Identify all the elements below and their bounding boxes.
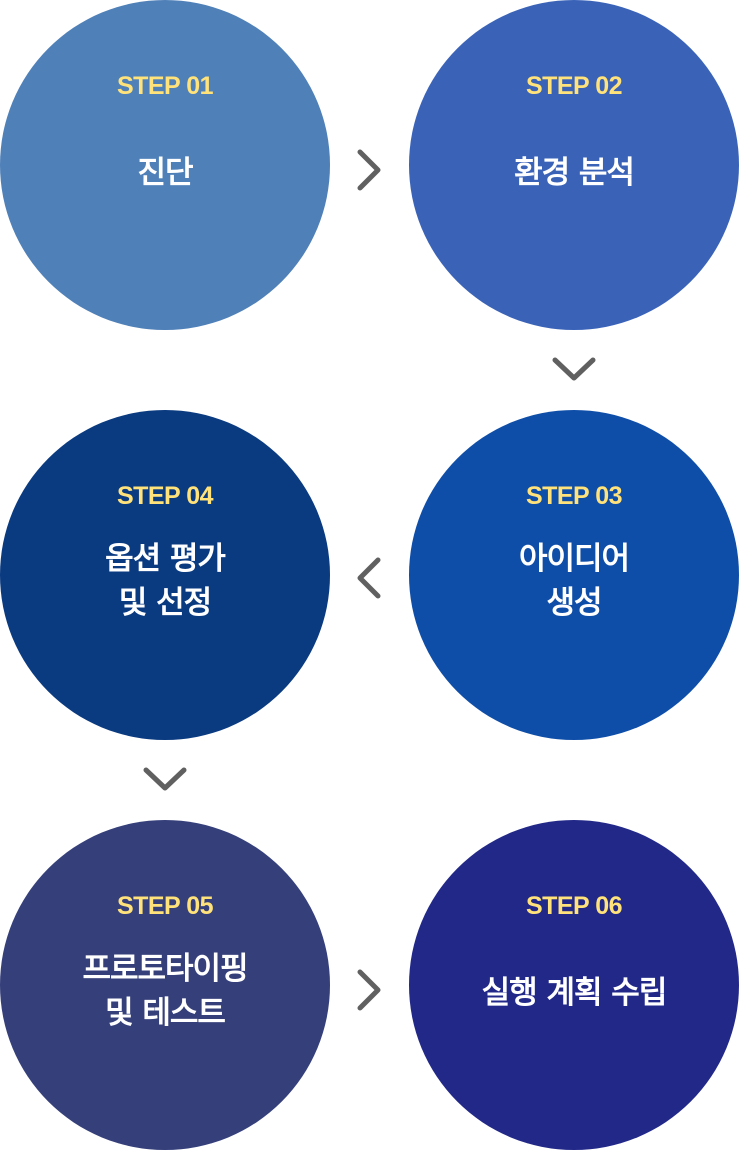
step-title: 프로토타이핑 및 테스트 [82, 951, 248, 1031]
chevron-right-icon [354, 968, 384, 1012]
step-label: STEP 02 [525, 72, 623, 100]
step-title: 옵션 평가 및 선정 [105, 541, 226, 621]
chevron-down-icon [551, 354, 597, 384]
step-label: STEP 01 [116, 72, 214, 100]
step-title: 환경 분석 [514, 155, 635, 191]
step-title: 진단 [137, 155, 193, 191]
step-06-circle: STEP 06 실행 계획 수립 [409, 820, 739, 1150]
step-title: 실행 계획 수립 [481, 975, 668, 1011]
step-label: STEP 03 [525, 482, 623, 510]
chevron-down-icon [142, 764, 188, 794]
step-title: 아이디어 생성 [518, 541, 630, 621]
step-label: STEP 05 [116, 892, 214, 920]
step-05-circle: STEP 05 프로토타이핑 및 테스트 [0, 820, 330, 1150]
chevron-left-icon [354, 556, 384, 600]
step-03-circle: STEP 03 아이디어 생성 [409, 410, 739, 740]
chevron-right-icon [354, 148, 384, 192]
step-01-circle: STEP 01 진단 [0, 0, 330, 330]
step-label: STEP 06 [525, 892, 623, 920]
step-02-circle: STEP 02 환경 분석 [409, 0, 739, 330]
step-label: STEP 04 [116, 482, 214, 510]
step-04-circle: STEP 04 옵션 평가 및 선정 [0, 410, 330, 740]
